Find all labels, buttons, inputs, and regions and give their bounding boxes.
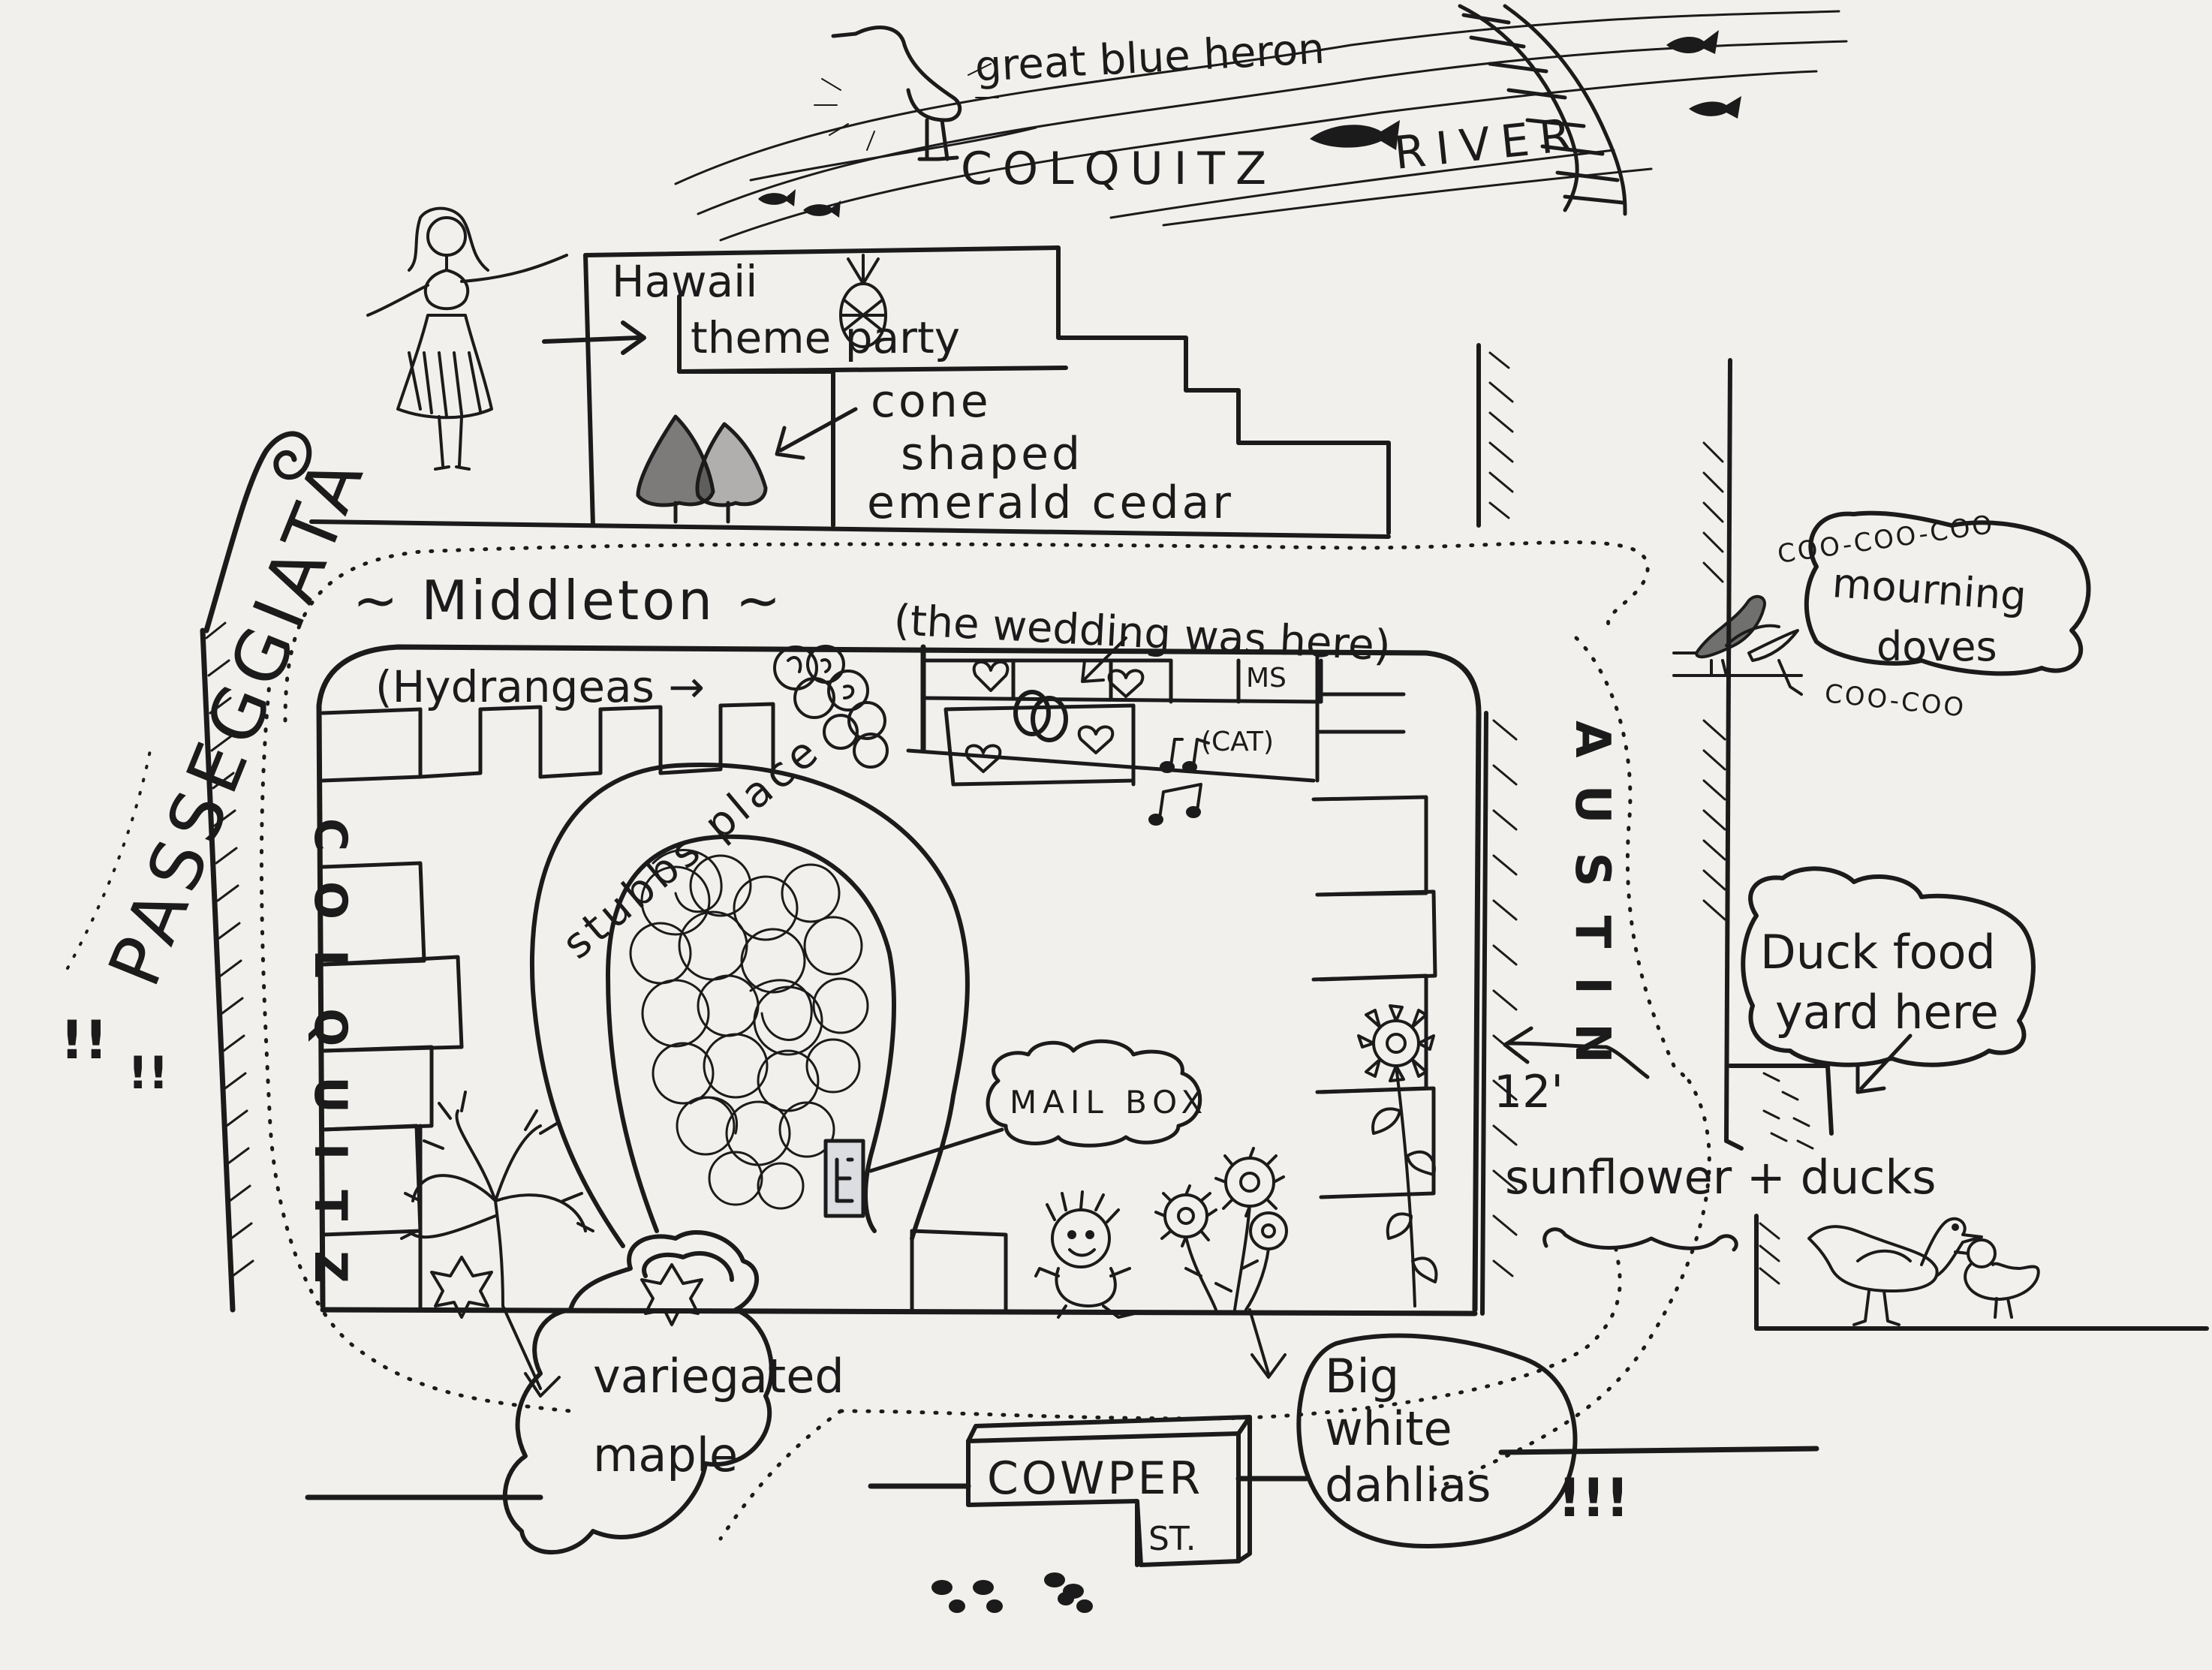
passeggiata-path-left bbox=[66, 749, 152, 970]
hawaii-label-line2: theme party bbox=[691, 312, 960, 363]
cedar-label-line2: shaped bbox=[901, 428, 1083, 480]
hydrangeas-label: (Hydrangeas → bbox=[375, 661, 705, 712]
music-note-icon bbox=[1148, 738, 1210, 826]
stubbs-place-scribble bbox=[629, 849, 869, 1210]
cowper-st-label: ST. bbox=[1148, 1520, 1196, 1558]
exclaim-left-2: !! bbox=[128, 1047, 169, 1100]
austin-street-edge bbox=[1476, 343, 1744, 1316]
maple-label-line1: variegated bbox=[593, 1349, 844, 1404]
doves-label-line1: mourning bbox=[1831, 559, 2028, 620]
sunflower-callout-arrow bbox=[1503, 1026, 1650, 1079]
heart-icon bbox=[965, 660, 1145, 773]
dahlias-label-line2: white bbox=[1325, 1401, 1452, 1456]
duck-yard-label-line2: yard here bbox=[1775, 985, 1999, 1040]
duck-callout bbox=[1741, 866, 2036, 1067]
dahlia-icon bbox=[1154, 1147, 1288, 1379]
coo-label-2: COO-COO bbox=[1823, 679, 1967, 724]
mailbox-icon bbox=[823, 1139, 865, 1218]
hula-dancer-icon bbox=[366, 206, 568, 471]
pineapple-icon bbox=[839, 254, 887, 348]
flourish-icon bbox=[1542, 1227, 1738, 1252]
dahlias-callout bbox=[1296, 1333, 1578, 1548]
ladder-icon bbox=[1458, 4, 1627, 216]
cedar-label-line1: cone bbox=[871, 375, 992, 428]
cowper-street-label: COWPER bbox=[987, 1452, 1203, 1505]
stubbs-place-outline bbox=[530, 763, 970, 1248]
dove-icon bbox=[1672, 594, 1803, 696]
hydrangea-icon bbox=[773, 645, 889, 769]
mailbox-callout bbox=[868, 1039, 1202, 1173]
child-icon bbox=[1034, 1190, 1142, 1319]
duckling-icon bbox=[1954, 1238, 2040, 1319]
spiral-icon bbox=[203, 431, 312, 633]
colquitz-street-label: COLQUITZ bbox=[304, 818, 357, 1313]
sunflower-label-line1: 12' bbox=[1494, 1066, 1563, 1118]
austin-street-label: AUSTIN bbox=[1564, 721, 1620, 1092]
coo-label-1: COO-COO-COO bbox=[1776, 510, 1997, 570]
colquitz-street-edge bbox=[200, 627, 236, 1313]
exclaim-left: !! bbox=[60, 1010, 108, 1071]
duck-yard-arrow bbox=[1855, 1034, 1913, 1094]
river-label-river: RIVER bbox=[1392, 108, 1584, 180]
cowper-street-edge bbox=[305, 1446, 1819, 1500]
colquitz-street-hatching bbox=[205, 621, 254, 1277]
duck-yard-hatching bbox=[1759, 1072, 1814, 1285]
block-inner-outline bbox=[418, 748, 1316, 1312]
maple-callout bbox=[502, 1230, 774, 1555]
maple-leaf-icon bbox=[430, 1256, 703, 1326]
cedar-tree-icon bbox=[636, 414, 768, 524]
cat-label: (CAT) bbox=[1201, 727, 1274, 757]
cowper-sign bbox=[966, 1415, 1252, 1567]
wedding-rings-icon bbox=[1013, 690, 1068, 742]
heron-label: great blue heron bbox=[974, 25, 1326, 92]
north-block-outline bbox=[309, 245, 1391, 539]
wedding-arrow bbox=[1081, 636, 1127, 683]
dahlias-exclaim: !!! bbox=[1557, 1467, 1630, 1529]
middleton-label: ~ Middleton ~ bbox=[353, 569, 784, 632]
cat-initials: MS bbox=[1246, 663, 1287, 694]
block-outline bbox=[316, 644, 1482, 1316]
maple-tree-icon bbox=[400, 1091, 594, 1398]
walking-path-bottom bbox=[718, 1079, 1711, 1541]
dahlias-label-line1: Big bbox=[1325, 1349, 1399, 1404]
hawaii-label-line1: Hawaii bbox=[612, 256, 757, 307]
dahlias-label-line3: dahlias bbox=[1325, 1458, 1491, 1512]
river-label-colquitz: COLQUITZ bbox=[961, 143, 1277, 195]
brick-wall bbox=[321, 651, 1437, 1312]
dove-callout bbox=[1804, 510, 2091, 676]
heron-icon bbox=[814, 26, 999, 161]
hawaii-arrow bbox=[542, 320, 646, 355]
footprints-icon bbox=[931, 1572, 1093, 1613]
mailbox-label: MAIL BOX bbox=[1010, 1084, 1208, 1121]
duck-yard-label-line1: Duck food bbox=[1760, 925, 1996, 979]
sunflower-icon bbox=[1357, 1004, 1438, 1307]
duck-icon bbox=[1807, 1217, 1983, 1326]
sunflower-label-line2: sunflower + ducks bbox=[1505, 1150, 1937, 1205]
maple-label-line2: maple bbox=[593, 1428, 738, 1482]
cedar-label-line3: emerald cedar bbox=[867, 477, 1234, 529]
doves-label-line2: doves bbox=[1876, 623, 1997, 670]
duck-yard-fence bbox=[1728, 1064, 2209, 1331]
cedar-arrow bbox=[775, 407, 858, 460]
fish-icon bbox=[758, 30, 1741, 218]
